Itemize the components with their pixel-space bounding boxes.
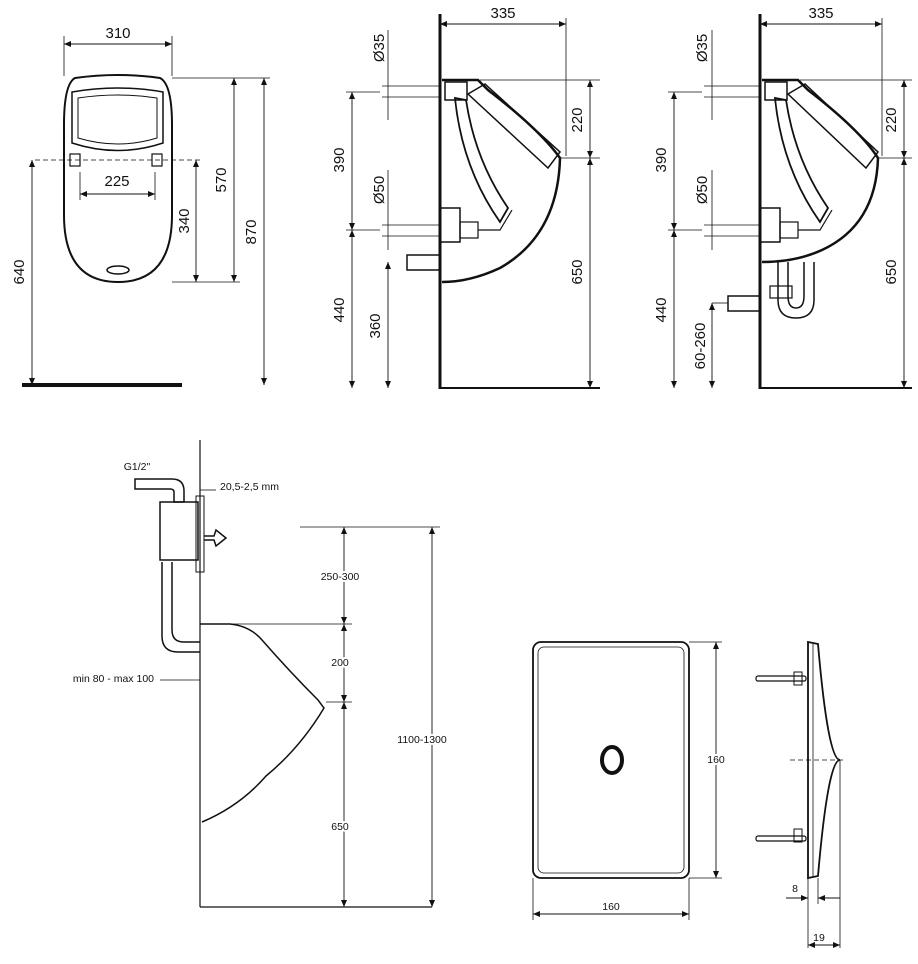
side-b-upper-offset-label: 220 [883,107,900,132]
waste-pipe [406,254,441,271]
mounting-bolt-upper [755,675,807,682]
side-view-b: 335 Ø35 220 390 Ø50 440 60-260 650 [653,5,912,389]
installation-view: G1/2" 20,5-2,5 mm min 80 - max 100 250-3… [73,440,449,908]
urinal-profile [441,78,562,284]
front-rim-height-label: 640 [11,259,28,284]
flush-plate-side: 8 19 [755,640,845,948]
side-b-inlet-spacing-label: 390 [653,147,670,172]
side-b-waste-height-label: 60-260 [692,323,709,370]
sensor-gap-label: 250-300 [321,571,360,583]
plate-width-label: 160 [602,901,620,913]
inlet-connector [444,81,468,101]
side-a-outlet-height-label: 440 [331,297,348,322]
inlet-connector [764,81,788,101]
sensor-cable [204,528,228,548]
outlet-connector [439,207,461,243]
side-a-upper-offset-label: 220 [569,107,586,132]
side-a-depth-label: 335 [490,5,515,22]
front-inlet-spacing-label: 225 [104,173,129,190]
outlet-connector [759,207,781,243]
inlet-pipe [786,83,880,170]
plate-outline [532,641,690,879]
front-width-label: 310 [105,25,130,42]
siphon-trap [777,262,815,319]
side-a-waste-height-label: 360 [367,313,384,338]
bowl-segment-label: 200 [331,657,349,669]
mounting-bolt-lower [755,835,807,842]
waste-pipe [727,295,761,312]
solenoid-valve-box [159,501,199,561]
urinal-inner-profile [773,96,830,224]
front-bowl-height-label: 570 [213,167,230,192]
side-a-lip-height-label: 650 [569,259,586,284]
side-b-inlet-diameter-label: Ø35 [694,34,711,62]
plate-depth-label: 8 [792,883,798,895]
urinal-outline [63,74,173,284]
inlet-pipe [466,83,562,170]
side-a-inlet-spacing-label: 390 [331,147,348,172]
mount-height-label: 1100-1300 [397,734,447,746]
wall-thickness-label: 20,5-2,5 mm [220,481,279,493]
water-supply-pipe [134,478,185,503]
projection-label: min 80 - max 100 [73,673,154,685]
side-b-depth-label: 335 [808,5,833,22]
urinal-inner-profile [453,96,510,224]
front-total-height-label: 870 [243,219,260,244]
side-b-outlet-height-label: 440 [653,297,670,322]
side-a-inlet-diameter-label: Ø35 [371,34,388,62]
flush-plate-front: 160 160 [532,641,727,920]
urinal-profile [200,623,325,823]
front-view: 310 225 340 570 870 640 [11,25,270,387]
wall-plate [195,495,205,573]
plate-height-label: 160 [707,754,725,766]
flush-pipe-outer [161,562,200,653]
front-inlet-height-label: 340 [176,208,193,233]
side-a-outlet-diameter-label: Ø50 [371,176,388,204]
sensor-icon [600,745,624,775]
side-b-lip-height-label: 650 [883,259,900,284]
drain-opening [106,265,130,275]
side-view-a: 335 Ø35 220 390 Ø50 440 360 650 [331,5,600,389]
side-b-outlet-diameter-label: Ø50 [694,176,711,204]
lower-segment-label: 650 [331,821,349,833]
thread-label: G1/2" [124,461,151,473]
urinal-bowl-opening [71,87,164,152]
plate-total-depth-label: 19 [813,932,825,944]
